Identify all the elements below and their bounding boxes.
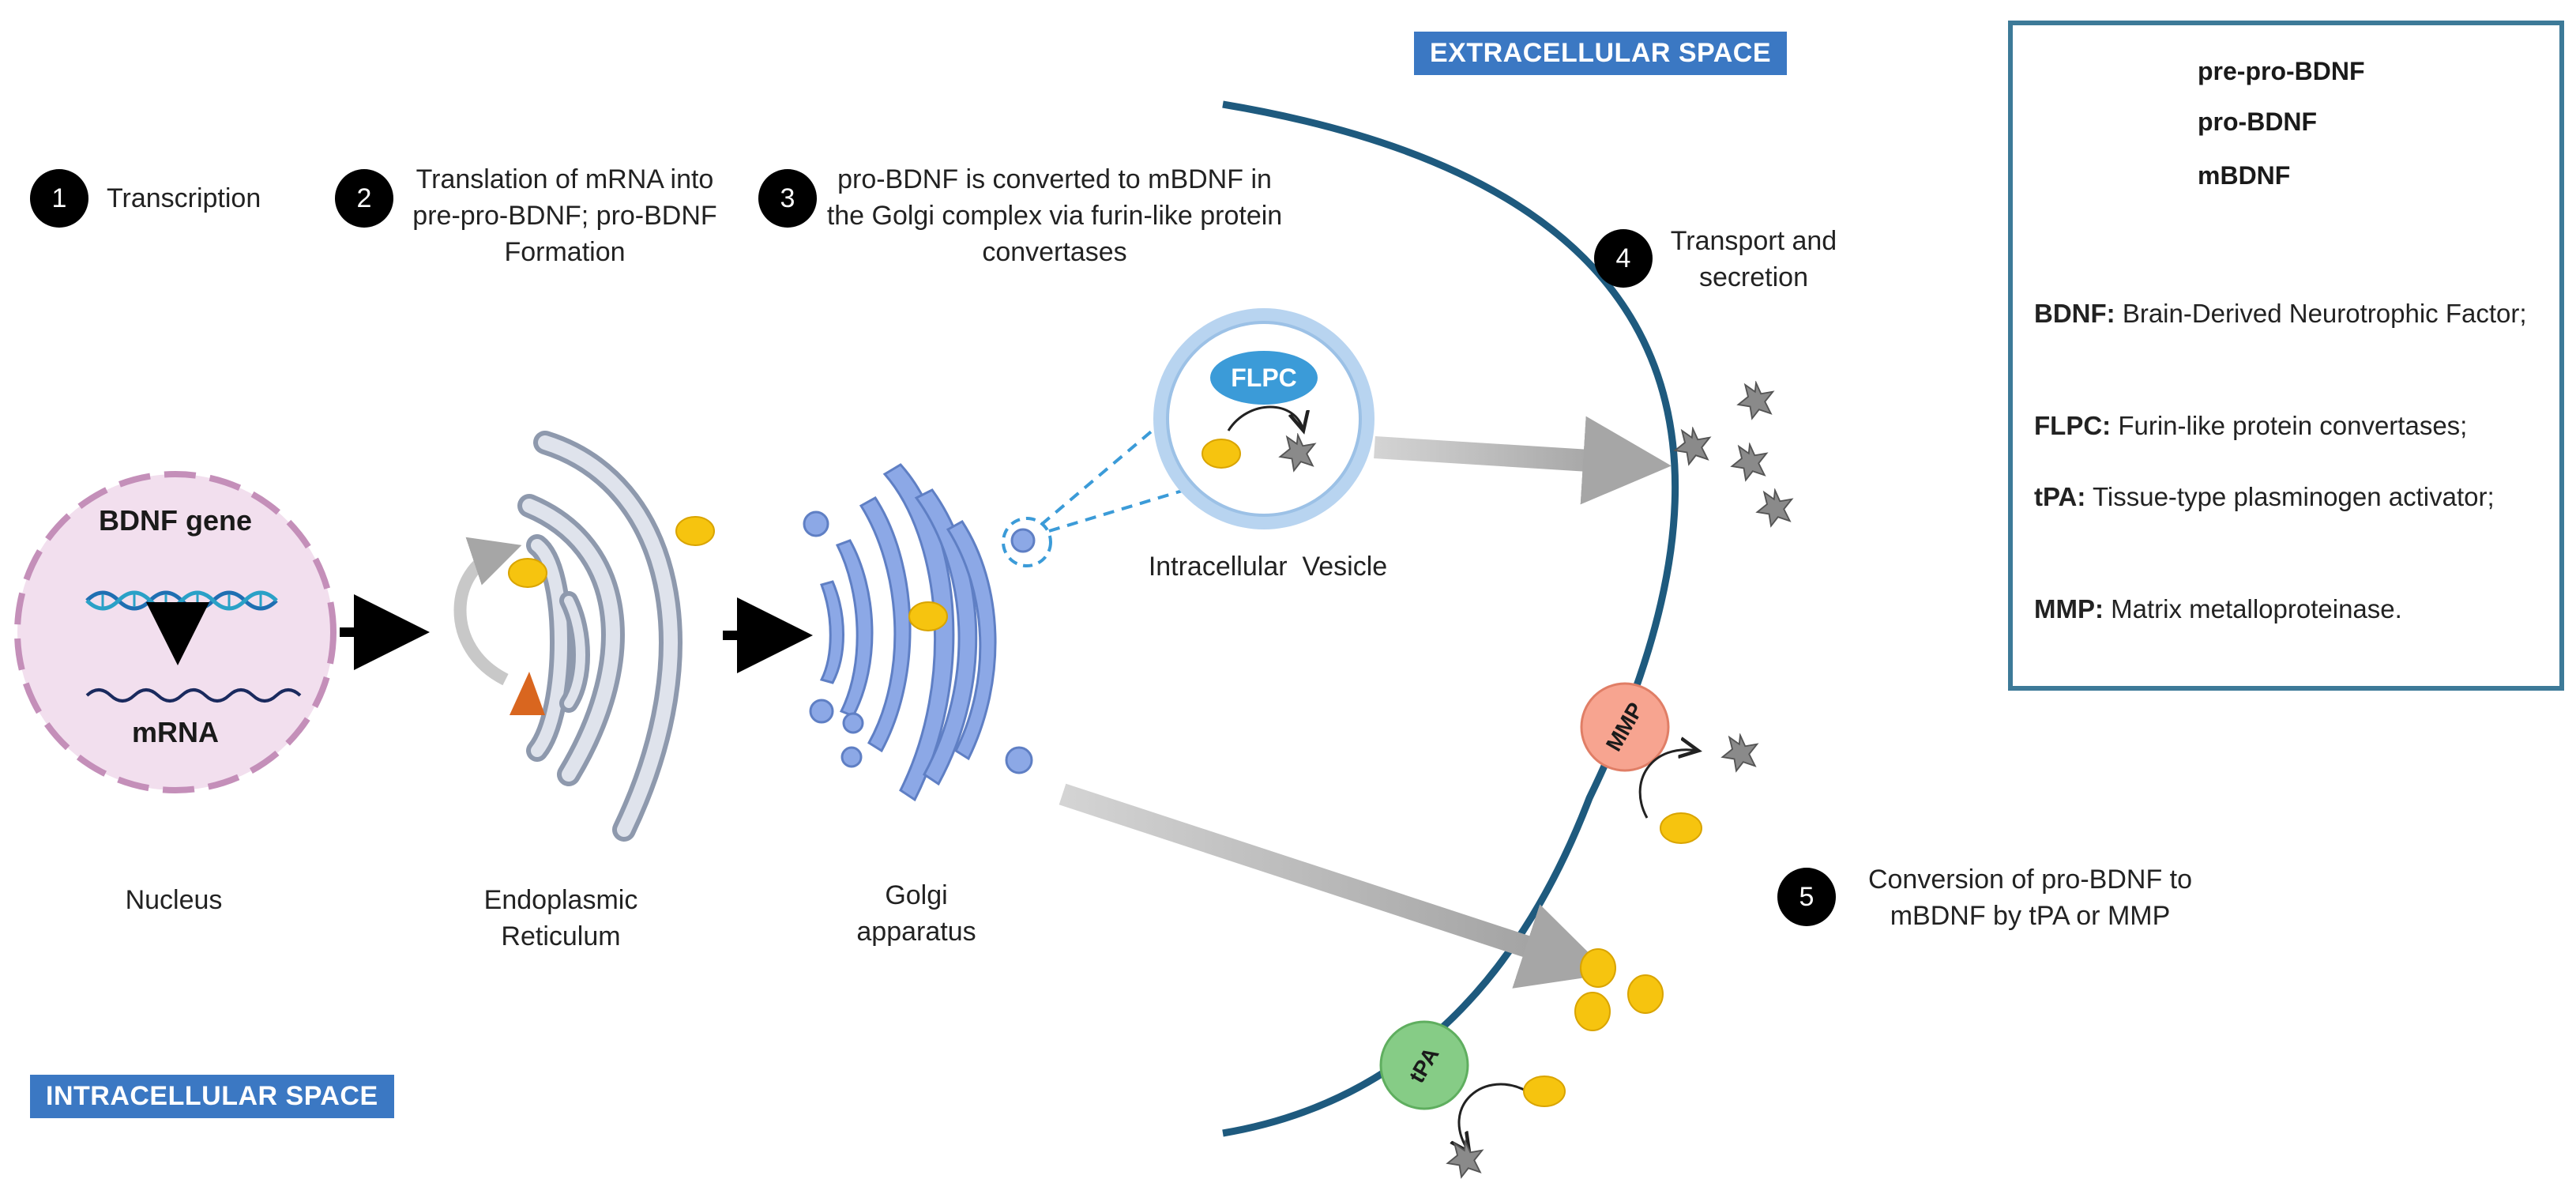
mbdnf-marker xyxy=(1731,443,1768,481)
nucleus xyxy=(14,471,337,793)
pro-bdnf-marker xyxy=(675,516,715,546)
mrna-strand-icon xyxy=(85,688,302,703)
step-1-text: Transcription xyxy=(107,183,261,213)
bdnf-gene-label: BDNF gene xyxy=(98,504,252,537)
extracellular-space-label: EXTRACELLULAR SPACE xyxy=(1414,32,1787,75)
dna-icon xyxy=(85,590,278,611)
translation-curved-arrow xyxy=(453,537,522,686)
step-2-badge: 2 xyxy=(335,169,393,228)
legend-definition-bdnf: BDNF: Brain-Derived Neurotrophic Factor; xyxy=(2034,299,2527,328)
pre-pro-bdnf-marker xyxy=(510,672,545,715)
step-3-text: pro-BDNF is converted to mBDNF in the Go… xyxy=(826,164,1283,267)
legend-definition-tpa: tPA: Tissue-type plasminogen activator; xyxy=(2034,482,2495,511)
legend-mbdnf-label: mBDNF xyxy=(2198,161,2291,190)
step-5-text: Conversion of pro-BDNF to mBDNF by tPA o… xyxy=(1867,865,2193,931)
conversion-arrow xyxy=(1227,405,1303,431)
pro-bdnf-marker xyxy=(1523,1076,1566,1107)
mmp-enzyme xyxy=(1580,682,1670,772)
legend-pro-bdnf-label: pro-BDNF xyxy=(2198,107,2318,136)
pro-bdnf-marker xyxy=(1574,992,1611,1031)
step-5-badge: 5 xyxy=(1777,868,1836,926)
mbdnf-marker xyxy=(1721,734,1758,772)
step-2-text: Translation of mRNA into pre-pro-BDNF; p… xyxy=(412,164,717,267)
step-3-badge: 3 xyxy=(758,169,817,228)
pro-bdnf-marker xyxy=(908,601,948,631)
golgi-caption: Golgi apparatus xyxy=(856,880,976,947)
flpc-label: FLPC xyxy=(1231,364,1297,392)
intracellular-space-label: INTRACELLULAR SPACE xyxy=(30,1075,394,1118)
pro-bdnf-marker xyxy=(508,558,547,588)
pro-bdnf-marker xyxy=(1202,439,1241,469)
intracellular-vesicle xyxy=(1153,308,1374,529)
step-4-text: Transport and secretion xyxy=(1670,226,1837,292)
mbdnf-marker xyxy=(1737,382,1774,420)
pro-bdnf-marker xyxy=(1660,812,1702,844)
golgi-vesicle-zoom xyxy=(1002,517,1052,567)
tpa-conversion-arrow xyxy=(1459,1083,1529,1152)
tpa-enzyme xyxy=(1379,1020,1469,1110)
mbdnf-marker xyxy=(1674,428,1711,465)
step-4-badge: 4 xyxy=(1594,229,1653,288)
mbdnf-marker xyxy=(1446,1140,1484,1178)
step-1-badge: 1 xyxy=(30,169,88,228)
er-caption: Endoplasmic Reticulum xyxy=(483,885,638,951)
pro-bdnf-marker xyxy=(1580,948,1616,988)
pro-bdnf-marker xyxy=(1627,974,1664,1014)
legend-panel xyxy=(2008,21,2564,691)
legend-pre-pro-bdnf-label: pre-pro-BDNF xyxy=(2198,57,2365,85)
pro-bdnf-secretion-arrow xyxy=(1059,783,1611,989)
nucleus-caption: Nucleus xyxy=(125,885,223,915)
mmp-conversion-arrow xyxy=(1638,750,1698,819)
endoplasmic-reticulum xyxy=(517,431,683,842)
secretion-arrow xyxy=(1374,416,1672,505)
mbdnf-marker xyxy=(1756,489,1793,527)
legend-definition-mmp: MMP: Matrix metalloproteinase. xyxy=(2034,594,2402,623)
legend-definition-flpc: FLPC: Furin-like protein convertases; xyxy=(2034,411,2468,440)
golgi-apparatus xyxy=(803,463,1036,802)
vesicle-caption: Intracellular Vesicle xyxy=(1148,552,1388,582)
flpc-enzyme xyxy=(1210,351,1318,405)
mrna-label: mRNA xyxy=(131,716,219,748)
